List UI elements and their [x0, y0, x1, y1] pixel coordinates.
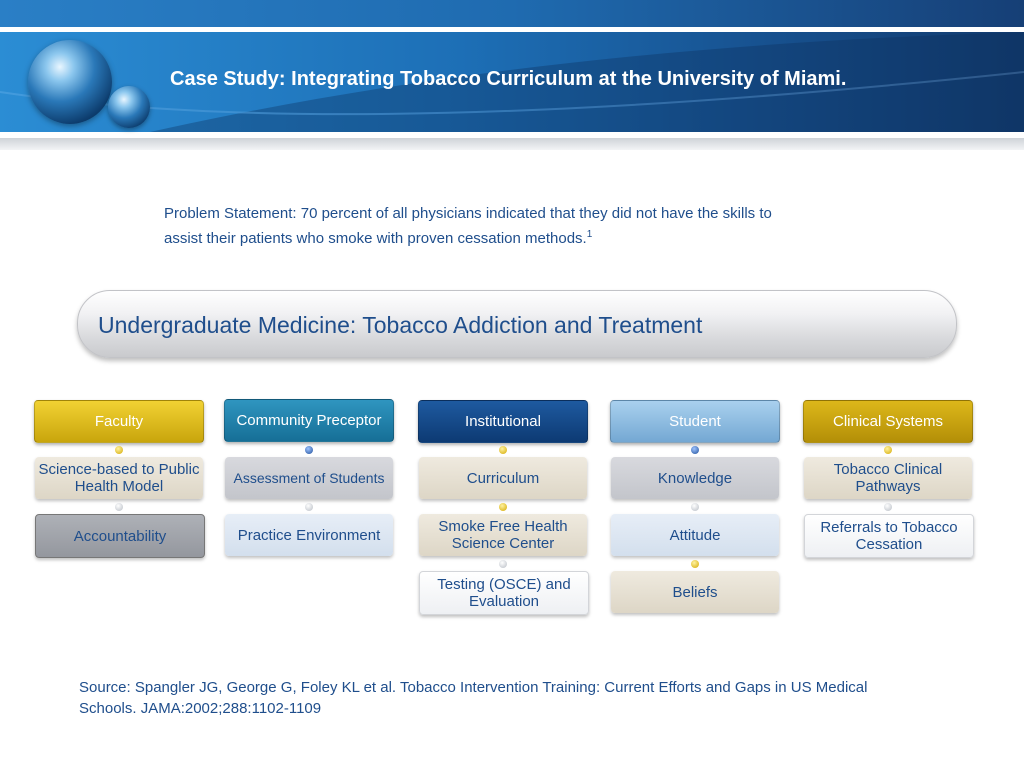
topic-capsule-title: Undergraduate Medicine: Tobacco Addictio… [98, 312, 703, 338]
connector-dot [691, 560, 699, 568]
globe-logo-large [28, 40, 112, 124]
problem-footnote: 1 [586, 229, 593, 240]
column-header-student: Student [610, 400, 780, 443]
item-science-based-model: Science-based to Public Health Model [35, 457, 203, 499]
column-header-community-preceptor: Community Preceptor [224, 399, 394, 442]
connector-dot [115, 503, 123, 511]
connector-dot [499, 446, 507, 454]
header-shadow-strip [0, 138, 1024, 150]
connector-dot [691, 503, 699, 511]
problem-statement-text: Problem Statement: 70 percent of all phy… [164, 205, 772, 247]
connector-dot [884, 503, 892, 511]
item-attitude: Attitude [611, 514, 779, 556]
header-banner: Case Study: Integrating Tobacco Curricul… [0, 0, 1024, 150]
item-curriculum: Curriculum [419, 457, 587, 499]
header-divider-bottom [0, 132, 1024, 138]
column-header-clinical-systems: Clinical Systems [803, 400, 973, 443]
column-header-faculty: Faculty [34, 400, 204, 443]
connector-dot [884, 446, 892, 454]
problem-statement: Problem Statement: 70 percent of all phy… [164, 203, 804, 249]
header-top-strip [0, 0, 1024, 27]
item-accountability: Accountability [35, 514, 205, 558]
item-tobacco-clinical-pathways: Tobacco Clinical Pathways [804, 457, 972, 499]
header-divider [0, 27, 1024, 32]
connector-dot [499, 560, 507, 568]
item-smoke-free-center: Smoke Free Health Science Center [419, 514, 587, 556]
connector-dot [115, 446, 123, 454]
item-testing-evaluation: Testing (OSCE) and Evaluation [419, 571, 589, 615]
source-citation: Source: Spangler JG, George G, Foley KL … [79, 679, 868, 717]
connector-dot [305, 446, 313, 454]
item-beliefs: Beliefs [611, 571, 779, 613]
column-header-institutional: Institutional [418, 400, 588, 443]
page-title: Case Study: Integrating Tobacco Curricul… [170, 68, 847, 90]
item-assessment-of-students: Assessment of Students [225, 457, 393, 499]
topic-capsule: Undergraduate Medicine: Tobacco Addictio… [77, 290, 957, 358]
connector-dot [691, 446, 699, 454]
item-referrals-cessation: Referrals to Tobacco Cessation [804, 514, 974, 558]
item-practice-environment: Practice Environment [225, 514, 393, 556]
header-band [0, 32, 1024, 132]
globe-logo-small [108, 86, 150, 128]
connector-dot [305, 503, 313, 511]
item-knowledge: Knowledge [611, 457, 779, 499]
connector-dot [499, 503, 507, 511]
